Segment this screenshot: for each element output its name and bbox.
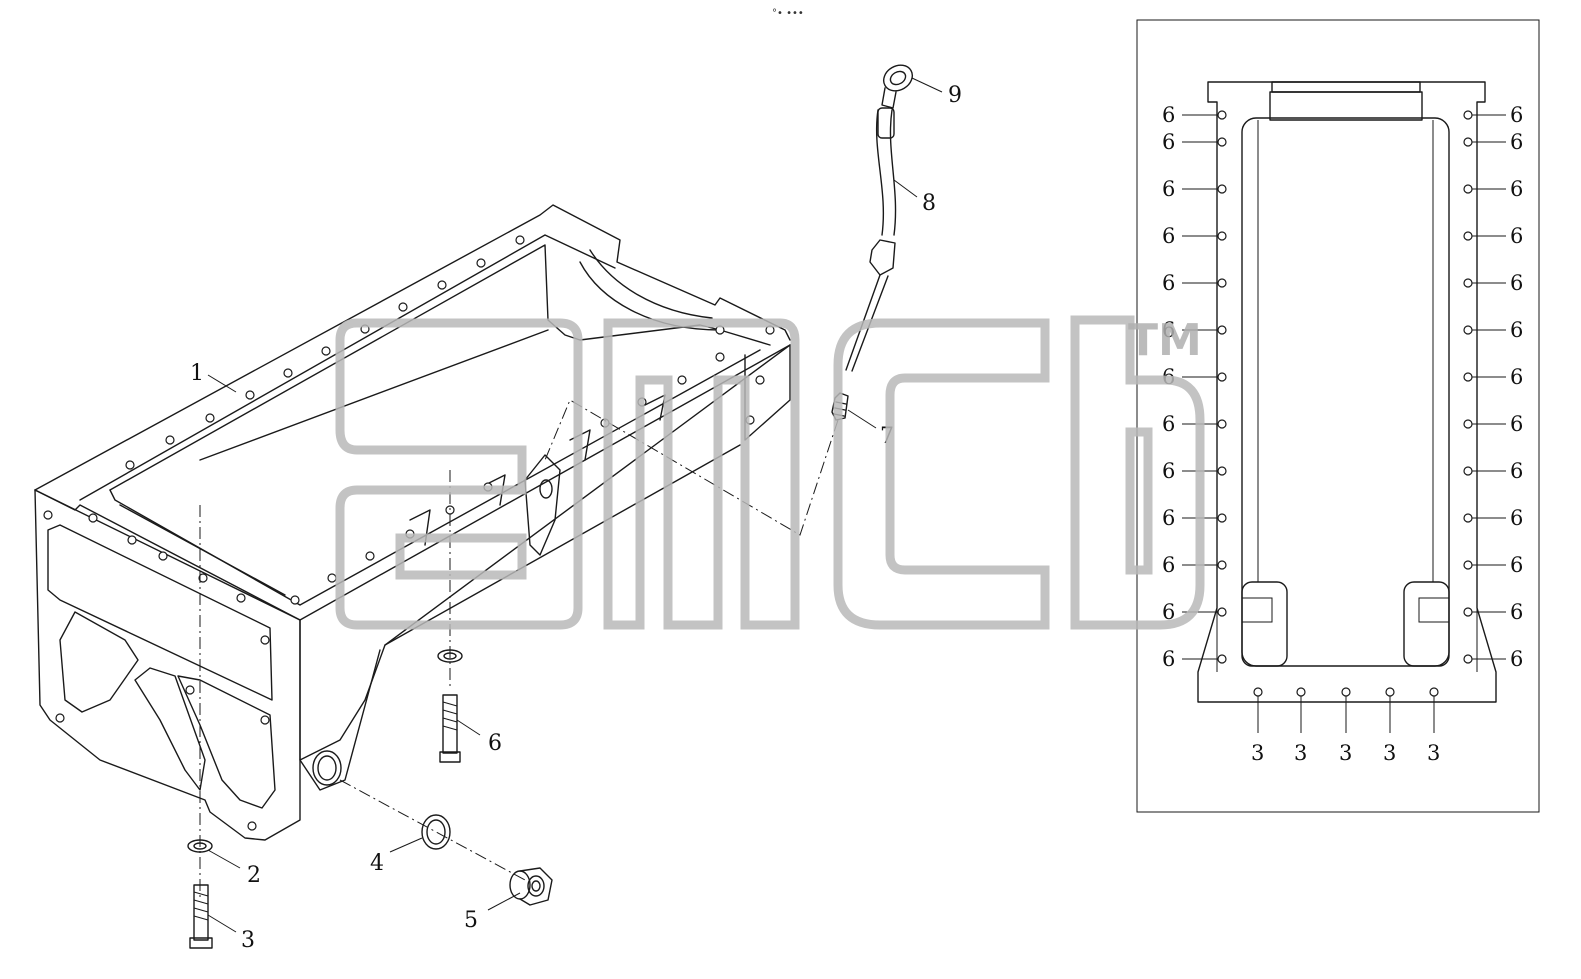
drain-axis — [339, 779, 526, 881]
left-label: 6 — [1162, 506, 1175, 530]
callout-9: 9 — [948, 83, 962, 108]
left-label: 6 — [1162, 318, 1175, 342]
seal-ring-part-4 — [421, 814, 451, 850]
top-view-left-markers — [1182, 110, 1227, 664]
right-label: 6 — [1510, 271, 1523, 295]
watermark-logo: TM — [335, 315, 1205, 630]
dipstick-assembly — [544, 64, 914, 536]
top-view-left-labels: 6 6 6 6 6 6 6 6 6 6 6 6 6 — [1162, 103, 1175, 671]
left-label: 6 — [1162, 130, 1175, 154]
callout-6: 6 — [488, 731, 502, 756]
bottom-label: 3 — [1339, 741, 1352, 765]
leader-lines — [207, 77, 943, 933]
callout-8: 8 — [922, 191, 936, 216]
top-view-bottom-markers — [1253, 687, 1439, 733]
right-label: 6 — [1510, 647, 1523, 671]
callout-5: 5 — [464, 908, 478, 933]
right-label: 6 — [1510, 177, 1523, 201]
right-label: 6 — [1510, 600, 1523, 624]
callout-3: 3 — [241, 928, 255, 953]
right-label: 6 — [1510, 553, 1523, 577]
top-view-right-markers — [1463, 110, 1506, 664]
right-label: 6 — [1510, 412, 1523, 436]
bolt-part-6 — [439, 694, 461, 763]
right-label: 6 — [1510, 506, 1523, 530]
right-label: 6 — [1510, 103, 1523, 127]
bolt-part-3 — [189, 884, 213, 949]
bottom-label: 3 — [1251, 741, 1264, 765]
oil-pan-housing — [34, 204, 791, 841]
left-label: 6 — [1162, 459, 1175, 483]
left-label: 6 — [1162, 647, 1175, 671]
left-label: 6 — [1162, 600, 1175, 624]
left-label: 6 — [1162, 103, 1175, 127]
right-label: 6 — [1510, 318, 1523, 342]
left-label: 6 — [1162, 224, 1175, 248]
right-label: 6 — [1510, 365, 1523, 389]
left-label: 6 — [1162, 553, 1175, 577]
top-view-panel: 6 6 6 6 6 6 6 6 6 6 6 6 6 6 6 6 6 6 6 6 … — [1136, 19, 1540, 813]
watermark-tm: TM — [1128, 315, 1202, 366]
top-view-right-labels: 6 6 6 6 6 6 6 6 6 6 6 6 6 — [1510, 103, 1523, 671]
left-label: 6 — [1162, 412, 1175, 436]
drain-plug-part-5 — [509, 867, 553, 906]
washer-upper — [437, 649, 463, 663]
right-label: 6 — [1510, 459, 1523, 483]
callout-4: 4 — [370, 851, 384, 876]
washer-part-2 — [187, 839, 213, 853]
callout-1: 1 — [190, 361, 204, 386]
right-label: 6 — [1510, 130, 1523, 154]
left-label: 6 — [1162, 177, 1175, 201]
page-header-text: °• ••• — [772, 8, 804, 19]
callout-2: 2 — [247, 863, 261, 888]
right-label: 6 — [1510, 224, 1523, 248]
top-view-bottom-labels: 3 3 3 3 3 — [1251, 741, 1440, 765]
bottom-label: 3 — [1427, 741, 1440, 765]
left-label: 6 — [1162, 271, 1175, 295]
bottom-label: 3 — [1383, 741, 1396, 765]
bottom-label: 3 — [1294, 741, 1307, 765]
